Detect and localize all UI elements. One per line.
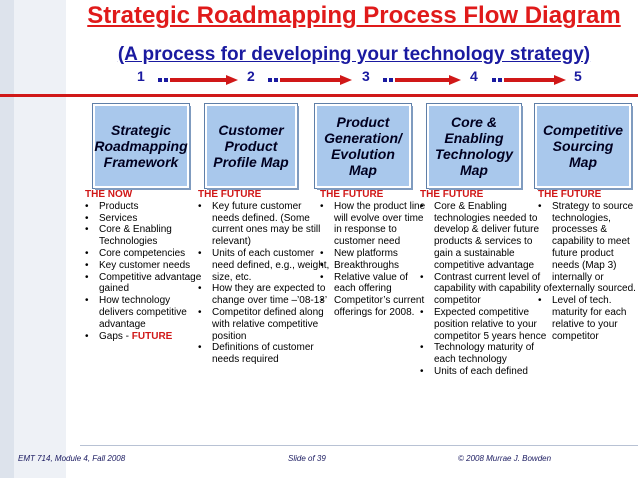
- column-customer-future: THE FUTURE •Key future customer needs de…: [198, 189, 330, 366]
- column-the-now: THE NOW •Products •Services •Core & Enab…: [85, 189, 203, 342]
- footer-copyright: © 2008 Murrae J. Bowden: [458, 454, 552, 463]
- step-number-1: 1: [137, 68, 145, 84]
- list-item: •New platforms: [320, 247, 398, 259]
- list-item: •Core & Enabling Technologies: [85, 224, 172, 248]
- list-item: •How the product line will evolve over t…: [320, 200, 426, 248]
- list-item: •Products: [85, 200, 139, 212]
- list-item: •Gaps - FUTURE: [85, 330, 173, 342]
- box-line: Map: [459, 162, 488, 178]
- column-sourcing-future: THE FUTURE •Strategy to source technolog…: [538, 189, 636, 342]
- box-line: Competitive: [542, 122, 624, 138]
- process-box-core-enabling-technology-map: Core & Enabling Technology Map: [427, 104, 521, 188]
- list-item: •Units of each defined: [420, 365, 528, 377]
- flow-arrow-icon: [383, 75, 461, 85]
- slide-subtitle: (A process for developing your technolog…: [117, 44, 591, 65]
- list-item: •Key customer needs: [85, 259, 191, 271]
- list-item: •Definitions of customer needs required: [198, 342, 314, 366]
- box-line: Technology: [434, 146, 514, 162]
- box-line: Generation/: [324, 130, 402, 146]
- box-line: Sourcing: [552, 138, 614, 154]
- box-line: Map: [348, 162, 377, 178]
- box-line: Product: [224, 138, 278, 154]
- step-number-4: 4: [470, 68, 478, 84]
- list-item: •Competitive advantage gained: [85, 271, 202, 295]
- list-item: •Core competencies: [85, 247, 186, 259]
- flow-arrow-icon: [492, 75, 566, 85]
- box-line: Roadmapping: [94, 138, 188, 154]
- flow-arrow-icon: [158, 75, 238, 85]
- divider-line: [0, 94, 638, 97]
- left-decor-panel: [14, 0, 66, 478]
- list-item: •Competitor defined along with relative …: [198, 306, 324, 342]
- box-line: Map: [569, 154, 597, 170]
- column-header: THE FUTURE: [538, 189, 602, 200]
- list-item: •How technology delivers competitive adv…: [85, 295, 187, 330]
- list-item: •Relative value of each offering: [320, 271, 408, 295]
- list-item: •Technology maturity of each technology: [420, 342, 535, 366]
- column-header: THE FUTURE: [320, 189, 384, 200]
- list-item: •Level of tech. maturity for each relati…: [538, 295, 627, 342]
- footer-slide-number: Slide of 39: [288, 454, 326, 463]
- column-header: THE NOW: [85, 189, 133, 200]
- list-item: •Breakthroughs: [320, 259, 400, 271]
- slide-title: Strategic Roadmapping Process Flow Diagr…: [87, 2, 621, 29]
- list-item: •How they are expected to change over ti…: [198, 283, 328, 307]
- column-header: THE FUTURE: [420, 189, 484, 200]
- box-line: Product: [336, 114, 390, 130]
- list-item: •Contrast current level of capability wi…: [420, 271, 552, 307]
- box-line: Enabling: [444, 130, 504, 146]
- left-decor-bar: [0, 0, 14, 478]
- footer-divider: [80, 445, 638, 446]
- process-box-customer-product-profile-map: Customer Product Profile Map: [205, 104, 297, 188]
- step-number-3: 3: [362, 68, 370, 84]
- gaps-future-highlight: FUTURE: [131, 330, 173, 342]
- list-item: •Competitor’s current offerings for 2008…: [320, 295, 425, 318]
- process-box-competitive-sourcing-map: Competitive Sourcing Map: [535, 104, 631, 188]
- list-item: •Expected competitive position relative …: [420, 306, 547, 342]
- list-item: •Core & Enabling technologies needed to …: [420, 200, 540, 271]
- step-number-5: 5: [574, 68, 582, 84]
- list-item: •Strategy to source technologies, proces…: [538, 200, 636, 295]
- step-number-2: 2: [247, 68, 255, 84]
- list-item: •Key future customer needs defined. (Som…: [198, 200, 321, 248]
- list-item: •Services: [85, 212, 138, 224]
- column-technology-future: THE FUTURE •Core & Enabling technologies…: [420, 189, 554, 378]
- column-header: THE FUTURE: [198, 189, 262, 200]
- box-line: Strategic: [111, 122, 171, 138]
- list-item: •Units of each customer need defined, e.…: [198, 247, 330, 283]
- process-box-product-generation-evolution-map: Product Generation/ Evolution Map: [315, 104, 411, 188]
- box-line: Framework: [103, 154, 179, 170]
- column-product-future: THE FUTURE •How the product line will ev…: [320, 189, 428, 319]
- flow-arrow-icon: [268, 75, 352, 85]
- box-line: Core &: [451, 114, 497, 130]
- box-line: Customer: [218, 122, 284, 138]
- footer-course: EMT 714, Module 4, Fall 2008: [18, 454, 126, 463]
- box-line: Evolution: [331, 146, 395, 162]
- box-line: Profile Map: [213, 154, 289, 170]
- process-box-strategic-roadmapping-framework: Strategic Roadmapping Framework: [93, 104, 189, 188]
